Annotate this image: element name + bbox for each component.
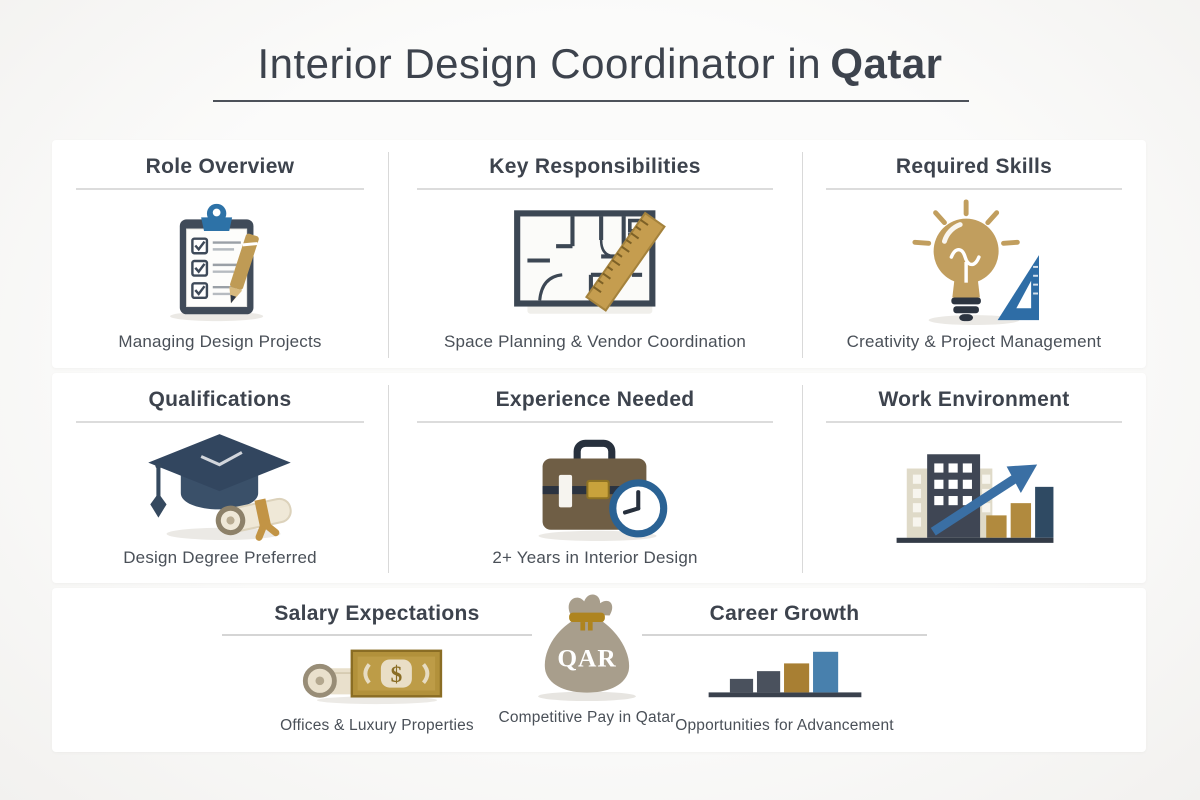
heading-underline <box>416 188 774 190</box>
card-heading: Key Responsibilities <box>489 155 701 178</box>
vertical-divider <box>388 152 389 358</box>
briefcase-clock-icon <box>388 423 802 549</box>
card-qualifications: Qualifications <box>52 373 388 583</box>
card-caption: Space Planning & Vendor Coordination <box>443 332 747 351</box>
card-heading: Salary Expectations <box>274 602 480 625</box>
growth-bar-chart-icon <box>700 642 870 708</box>
heading-underline <box>826 421 1122 423</box>
card-salary-expectations: Salary Expectations $ <box>222 588 532 752</box>
card-caption: 2+ Years in Interior Design <box>492 548 698 567</box>
card-heading: Required Skills <box>895 155 1053 178</box>
money-bag-icon: QAR <box>528 591 646 702</box>
card-experience-needed: Experience Needed 2+ Years <box>388 373 802 583</box>
card-caption: Competitive Pay in Qatar <box>498 709 676 726</box>
heading-underline <box>75 421 365 423</box>
card-money-bag: QAR Competitive Pay in Qatar <box>498 588 675 752</box>
vertical-divider <box>802 152 803 358</box>
heading-underline <box>416 421 774 423</box>
card-heading: Work Environment <box>878 388 1070 411</box>
row-2: Qualifications <box>52 373 1146 583</box>
card-required-skills: Required Skills <box>802 140 1146 368</box>
qar-label: QAR <box>557 644 616 672</box>
clipboard-checklist-icon <box>52 190 388 333</box>
graduation-cap-diploma-icon <box>52 423 388 549</box>
card-work-environment: Work Environment <box>802 373 1146 583</box>
card-caption: Offices & Luxury Properties <box>280 716 474 734</box>
title-underline <box>213 100 969 102</box>
vertical-divider <box>388 385 389 573</box>
card-caption: Managing Design Projects <box>118 332 322 351</box>
page-title-regular: Interior Design Coordinator in <box>257 40 822 87</box>
card-heading: Career Growth <box>709 602 860 625</box>
vertical-divider <box>802 385 803 573</box>
card-role-overview: Role Overview <box>52 140 388 368</box>
lightbulb-setsquare-icon <box>802 190 1146 333</box>
floorplan-ruler-icon <box>388 190 802 333</box>
heading-underline <box>222 634 532 636</box>
card-heading: Experience Needed <box>495 388 695 411</box>
row-1: Role Overview <box>52 140 1146 368</box>
card-caption: Creativity & Project Management <box>846 332 1102 351</box>
card-caption: Opportunities for Advancement <box>675 716 894 734</box>
row-3: Salary Expectations $ <box>52 588 1146 752</box>
buildings-growth-chart-icon <box>802 423 1146 569</box>
card-caption: Design Degree Preferred <box>123 548 317 567</box>
card-career-growth: Career Growth Opportunities for Advancem… <box>642 588 927 752</box>
card-key-responsibilities: Key Responsibilities <box>388 140 802 368</box>
page-title-bold: Qatar <box>830 40 943 87</box>
card-heading: Role Overview <box>145 155 295 178</box>
heading-underline <box>826 188 1122 190</box>
dollar-sign: $ <box>391 661 403 687</box>
banknote-roll-icon: $ <box>297 642 457 708</box>
heading-underline <box>75 188 365 190</box>
card-heading: Qualifications <box>148 388 292 411</box>
heading-underline <box>642 634 927 636</box>
